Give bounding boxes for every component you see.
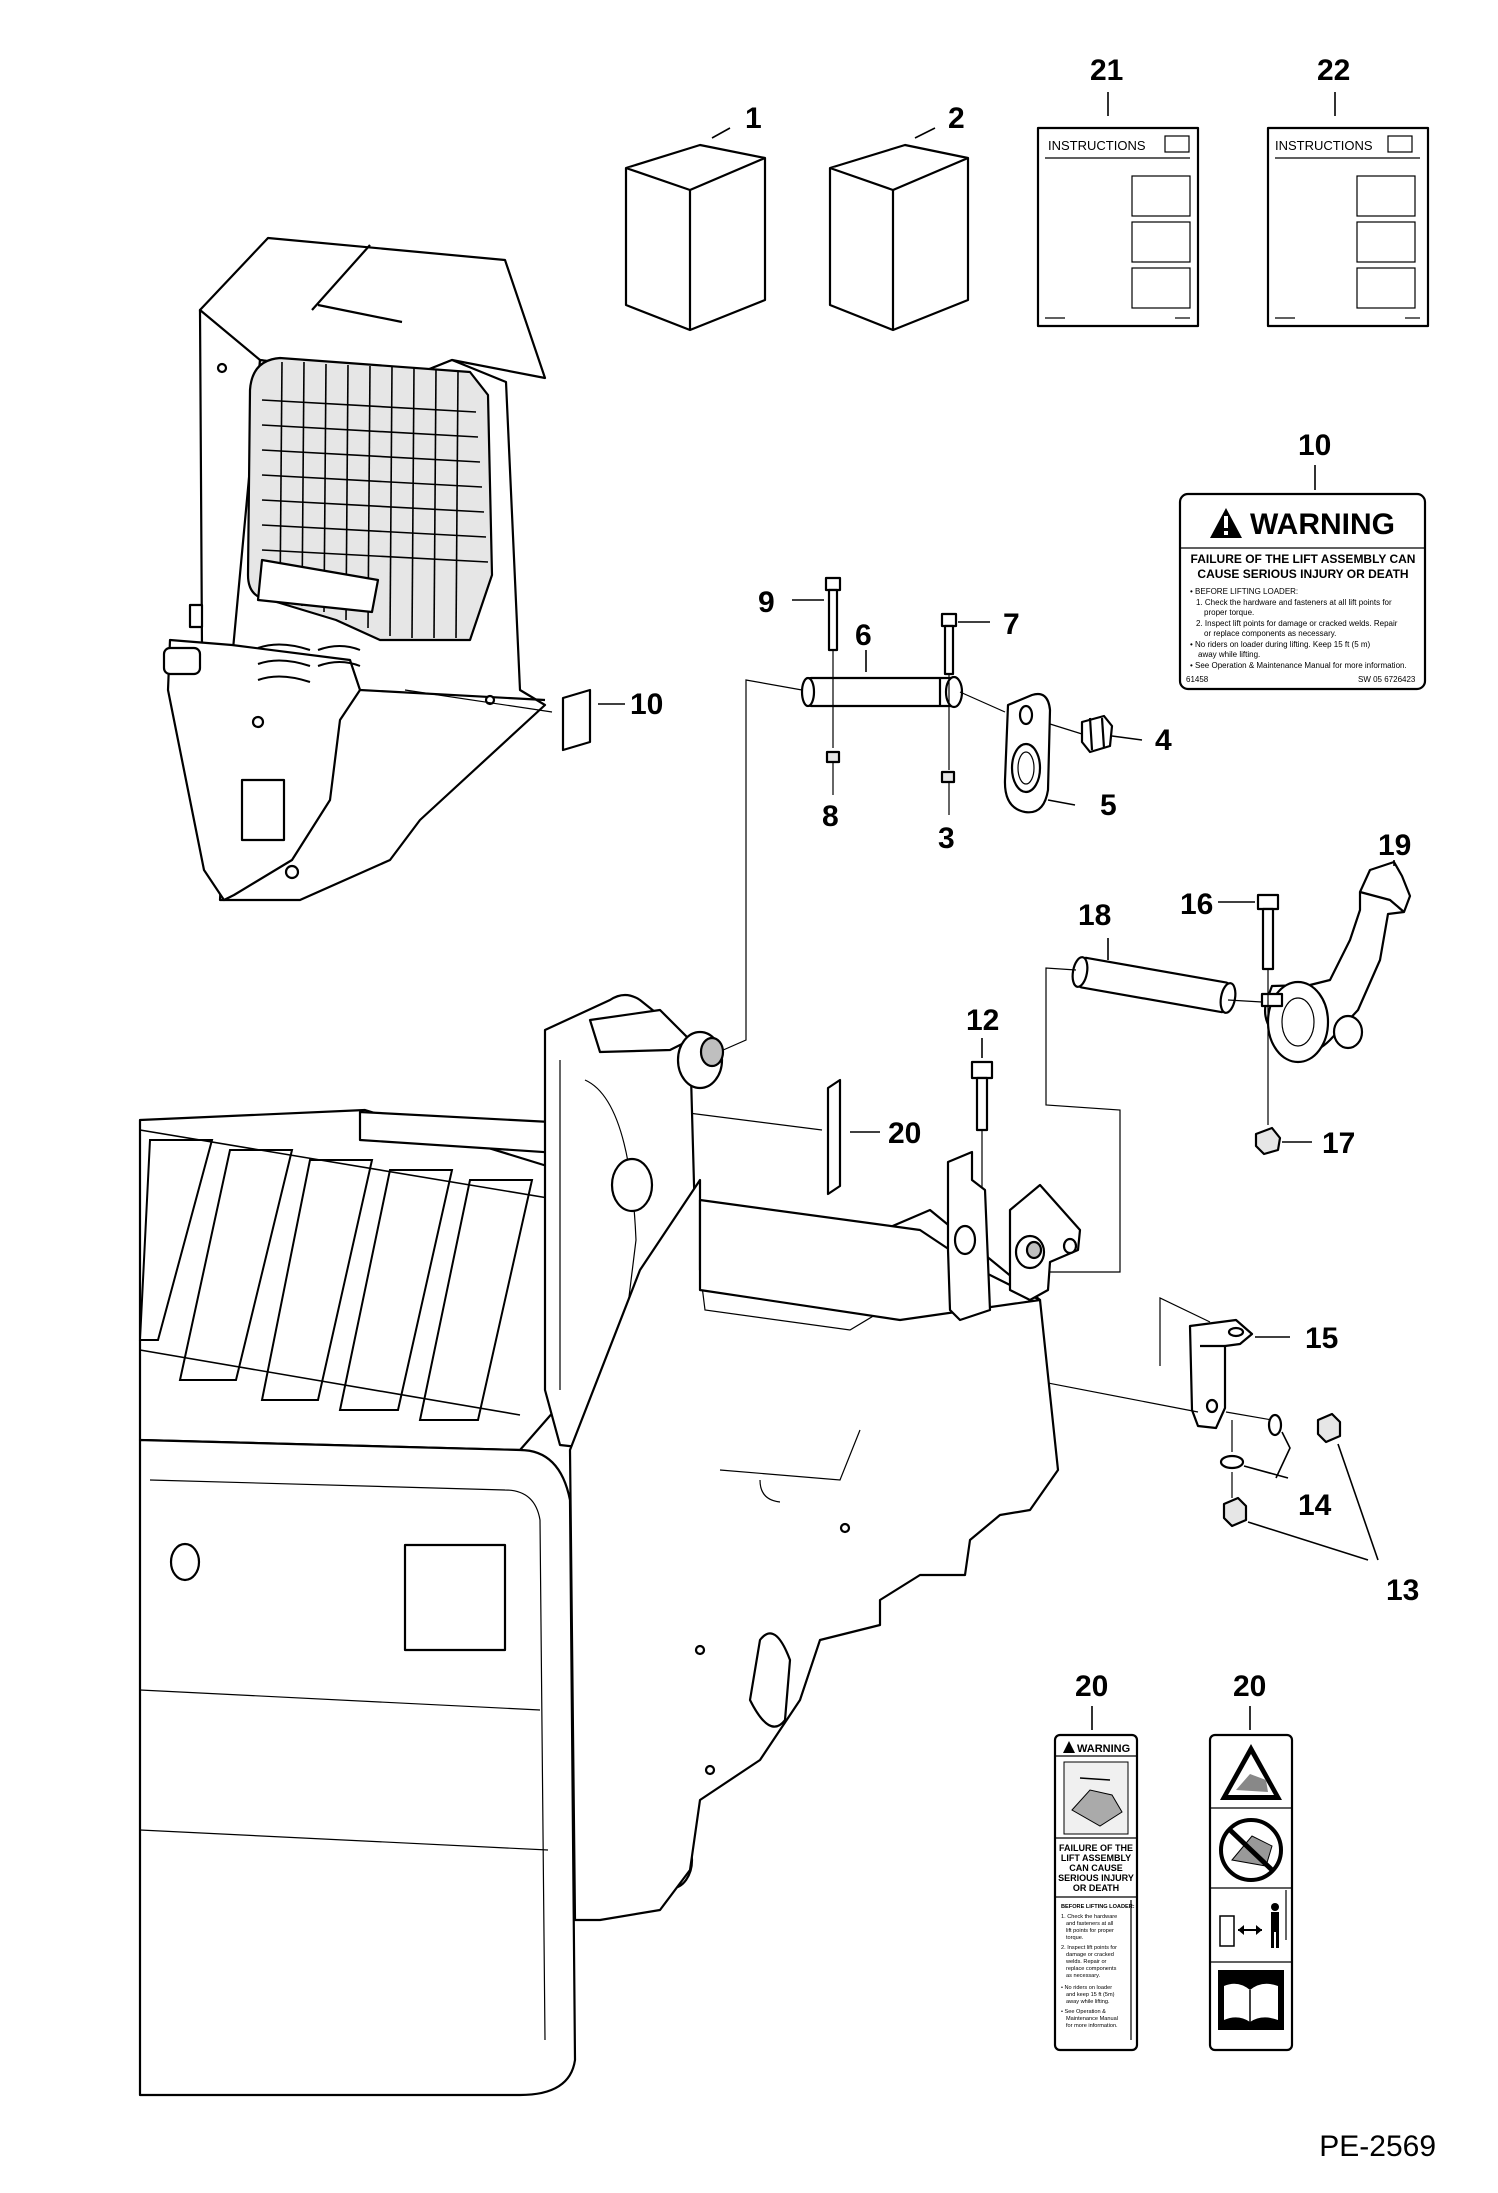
no-riders-icon — [1219, 1818, 1283, 1882]
nut-13b — [1222, 1496, 1248, 1528]
instruction-sheet-title: INSTRUCTIONS — [1275, 138, 1373, 153]
bolt-7 — [940, 612, 958, 676]
svg-text:away while lifting.: away while lifting. — [1198, 650, 1260, 659]
warning-decal-header: WARNING — [1250, 508, 1395, 541]
decal-10-small — [561, 688, 592, 752]
warning-decal-10: WARNING FAILURE OF THE LIFT ASSEMBLY CAN… — [1178, 492, 1427, 691]
callout-1: 1 — [745, 102, 762, 135]
callout-22: 22 — [1317, 54, 1350, 87]
svg-text:1. Check the hardware and fast: 1. Check the hardware and fasteners at a… — [1196, 598, 1392, 607]
svg-text:or replace components as neces: or replace components as necessary. — [1204, 629, 1336, 638]
washer-14b — [1219, 1454, 1245, 1470]
svg-text:and fasteners at all: and fasteners at all — [1066, 1921, 1113, 1927]
svg-text:torque.: torque. — [1066, 1935, 1084, 1941]
callout-12: 12 — [966, 1004, 999, 1037]
callout-3: 3 — [938, 822, 955, 855]
callout-17: 17 — [1322, 1127, 1355, 1160]
box-part-2 — [828, 143, 970, 332]
svg-text:as necessary.: as necessary. — [1066, 1973, 1101, 1979]
svg-text:• See Operation & Maintenance: • See Operation & Maintenance Manual for… — [1190, 661, 1407, 670]
lift-eye-5 — [1003, 692, 1052, 814]
svg-text:damage or cracked: damage or cracked — [1066, 1952, 1114, 1958]
pin-6 — [800, 675, 964, 709]
nut-13a — [1316, 1412, 1342, 1444]
callout-7: 7 — [1003, 608, 1020, 641]
box-part-1 — [624, 143, 767, 332]
callout-4: 4 — [1155, 724, 1172, 757]
callout-10-cab: 10 — [630, 688, 663, 721]
svg-text:• BEFORE LIFTING LOADER:: • BEFORE LIFTING LOADER: — [1190, 587, 1298, 596]
svg-text:for more information.: for more information. — [1066, 2023, 1118, 2029]
loader-frame — [138, 993, 1082, 2097]
crush-hazard-pictogram — [1063, 1761, 1129, 1835]
figure-reference-code: PE-2569 — [1319, 2130, 1436, 2163]
svg-text:away while lifting.: away while lifting. — [1066, 1999, 1110, 2005]
callout-20-frame: 20 — [888, 1117, 921, 1150]
pictogram-decal-20 — [1208, 1733, 1294, 2052]
bolt-9 — [824, 576, 842, 652]
callout-6: 6 — [855, 619, 872, 652]
callout-18: 18 — [1078, 899, 1111, 932]
tall-warning-decal-20: WARNING FAILURE OF THE LIFT ASSEMBLY CAN… — [1053, 1733, 1139, 2052]
svg-text:WARNING: WARNING — [1077, 1743, 1130, 1755]
svg-text:2. Inspect lift points for: 2. Inspect lift points for — [1061, 1945, 1117, 1951]
callout-19: 19 — [1378, 829, 1411, 862]
svg-text:BEFORE LIFTING LOADER:: BEFORE LIFTING LOADER: — [1061, 1904, 1135, 1910]
nut-8 — [825, 750, 841, 764]
svg-text:and keep 15 ft (5m): and keep 15 ft (5m) — [1066, 1992, 1115, 1998]
warning-triangle-icon — [1063, 1741, 1075, 1753]
svg-text:OR DEATH: OR DEATH — [1073, 1883, 1119, 1893]
nut-17 — [1254, 1126, 1282, 1156]
svg-text:FAILURE OF THE: FAILURE OF THE — [1059, 1843, 1133, 1853]
svg-text:61458: 61458 — [1186, 675, 1209, 684]
svg-text:1. Check the hardware: 1. Check the hardware — [1061, 1914, 1117, 1920]
instruction-sheet-22: INSTRUCTIONS — [1266, 126, 1430, 328]
instruction-sheet-title: INSTRUCTIONS — [1048, 138, 1146, 153]
manual-book-icon — [1218, 1970, 1284, 2030]
decal-20-small — [826, 1078, 842, 1196]
svg-text:• See Operation &: • See Operation & — [1061, 2009, 1106, 2015]
bolt-16 — [1256, 893, 1280, 971]
callout-14: 14 — [1298, 1489, 1332, 1522]
lift-bracket-19 — [1260, 860, 1412, 1064]
bracket-15 — [1188, 1318, 1254, 1430]
svg-text:CAUSE SERIOUS INJURY OR DEATH: CAUSE SERIOUS INJURY OR DEATH — [1197, 567, 1408, 581]
svg-text:replace components: replace components — [1066, 1966, 1117, 1972]
instruction-sheet-21: INSTRUCTIONS — [1036, 126, 1200, 328]
callout-20-decal-b: 20 — [1233, 1670, 1266, 1703]
washer-14a — [1267, 1413, 1283, 1437]
callout-21: 21 — [1090, 54, 1123, 87]
callout-10-decal: 10 — [1298, 429, 1331, 462]
keep-clear-icon — [1219, 1903, 1279, 1948]
nut-3 — [940, 770, 956, 784]
callout-9: 9 — [758, 586, 775, 619]
svg-text:• No riders on loader during l: • No riders on loader during lifting. Ke… — [1190, 640, 1371, 649]
callout-20-decal-a: 20 — [1075, 1670, 1108, 1703]
callout-16: 16 — [1180, 888, 1213, 921]
svg-text:Maintenance Manual: Maintenance Manual — [1066, 2016, 1118, 2022]
callout-8: 8 — [822, 800, 839, 833]
svg-text:LIFT ASSEMBLY: LIFT ASSEMBLY — [1061, 1853, 1131, 1863]
svg-text:FAILURE OF THE LIFT ASSEMBLY C: FAILURE OF THE LIFT ASSEMBLY CAN — [1191, 552, 1416, 566]
callout-5: 5 — [1100, 789, 1117, 822]
svg-text:SW 05 6726423: SW 05 6726423 — [1358, 675, 1416, 684]
operator-cab — [162, 236, 547, 902]
bolt-12 — [970, 1060, 994, 1132]
svg-text:2. Inspect lift points for dam: 2. Inspect lift points for damage or cra… — [1196, 619, 1398, 628]
castle-nut-4 — [1080, 714, 1114, 754]
callout-13: 13 — [1386, 1574, 1419, 1607]
pin-18 — [1071, 956, 1237, 1014]
svg-text:CAN CAUSE: CAN CAUSE — [1069, 1863, 1123, 1873]
svg-text:SERIOUS INJURY: SERIOUS INJURY — [1058, 1873, 1134, 1883]
callout-15: 15 — [1305, 1322, 1338, 1355]
callout-2: 2 — [948, 102, 965, 135]
svg-text:lift points for proper: lift points for proper — [1066, 1928, 1114, 1934]
svg-text:proper torque.: proper torque. — [1204, 608, 1254, 617]
svg-text:welds. Repair or: welds. Repair or — [1065, 1959, 1107, 1965]
svg-text:• No riders on loader: • No riders on loader — [1061, 1985, 1112, 1991]
